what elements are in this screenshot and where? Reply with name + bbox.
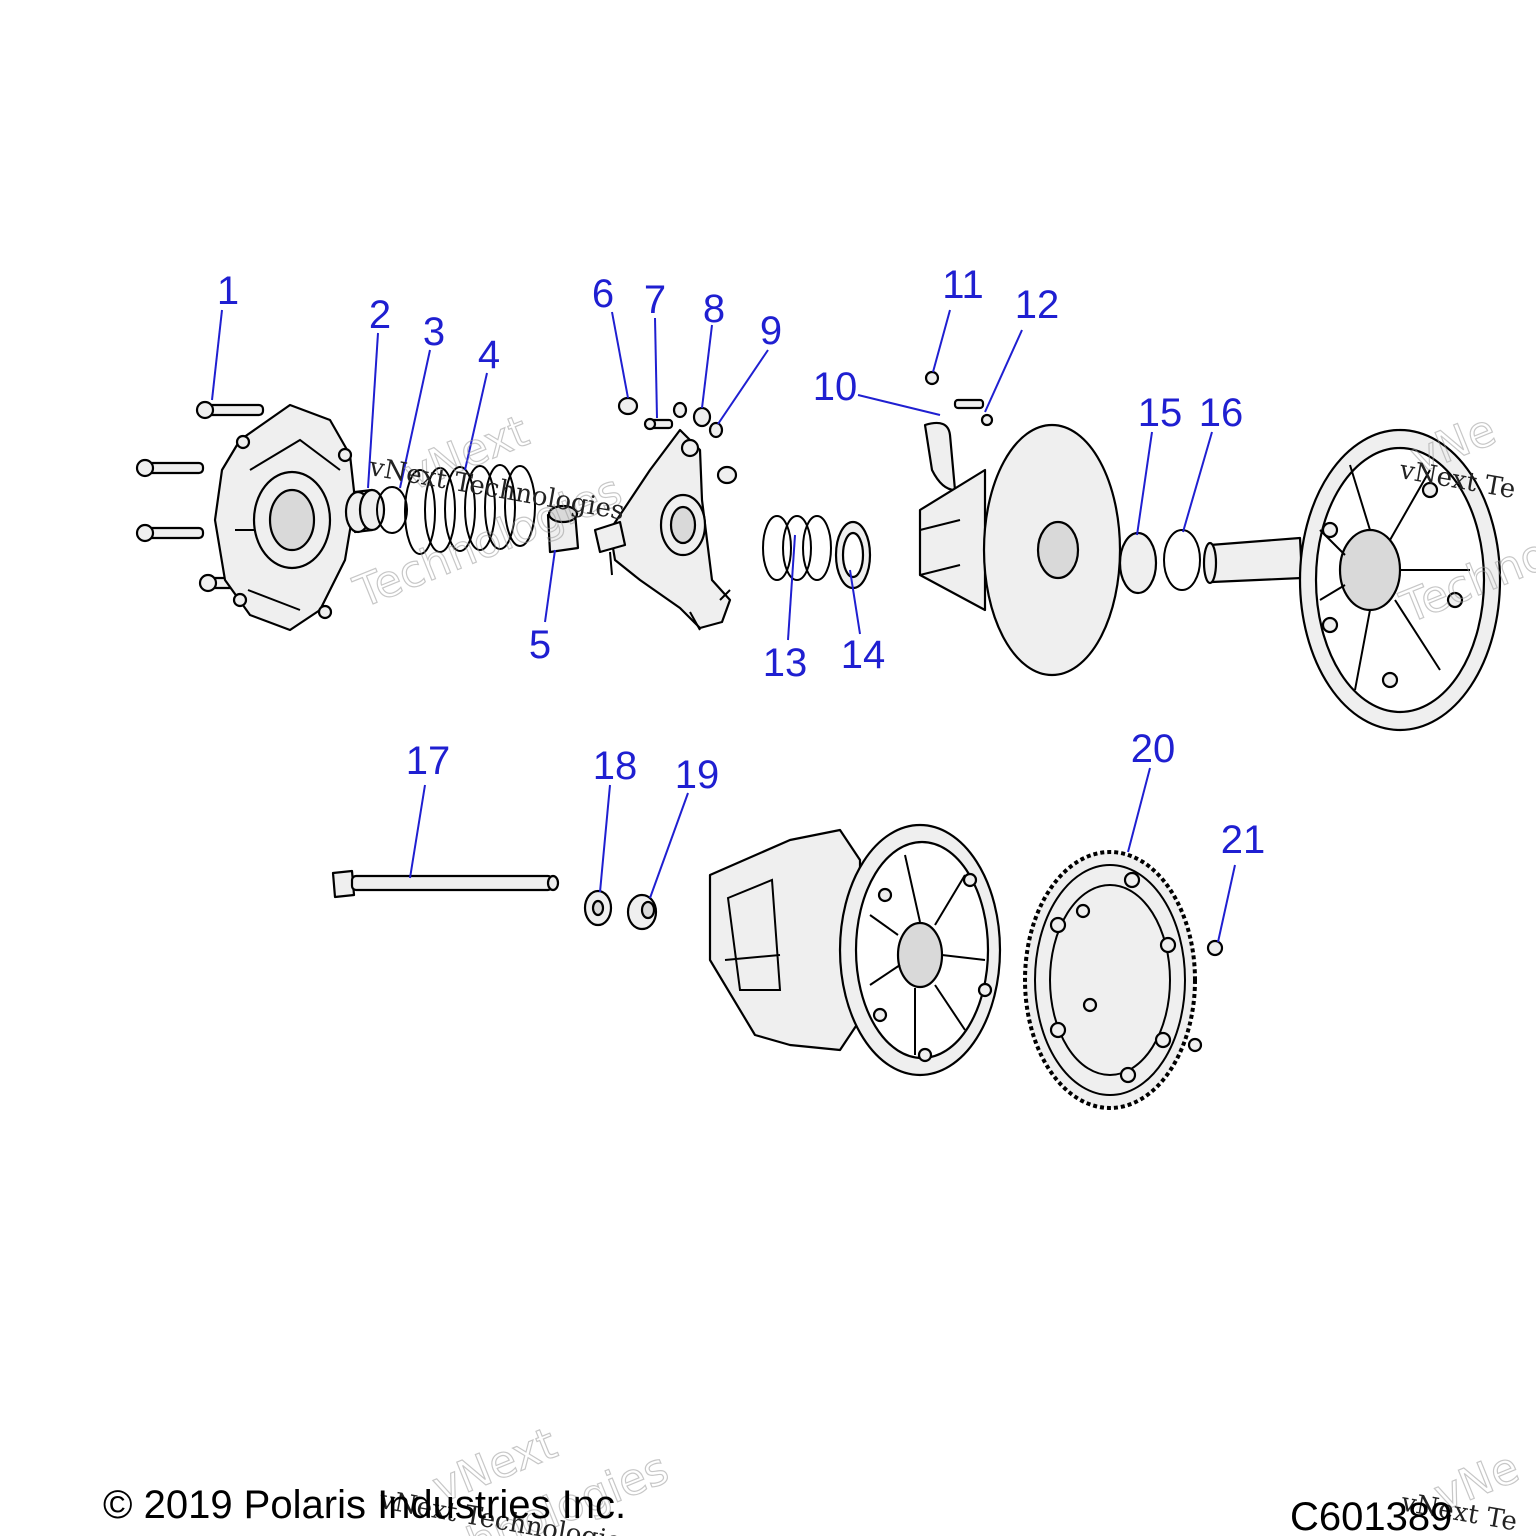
callout-17: 17 bbox=[406, 739, 451, 783]
part-17-bolt bbox=[331, 869, 560, 899]
part-4-spring bbox=[404, 464, 536, 555]
footer: © 2019 Polaris Industries Inc. C601389 bbox=[103, 1483, 1452, 1536]
part-10-flyweight bbox=[923, 421, 957, 492]
copyright-text: © 2019 Polaris Industries Inc. bbox=[103, 1483, 626, 1527]
callout-6: 6 bbox=[592, 272, 614, 316]
part-14-shim-inner bbox=[841, 531, 865, 579]
part-20-ring-gear bbox=[1023, 850, 1197, 1110]
part-8-bushing-a bbox=[672, 401, 688, 419]
part-12-weight-pin bbox=[953, 398, 994, 427]
part-2-bushing bbox=[344, 488, 386, 534]
callout-7: 7 bbox=[644, 278, 666, 322]
part-21-screws bbox=[1075, 903, 1224, 1053]
leader-lines bbox=[211, 309, 1236, 943]
callout-5: 5 bbox=[529, 623, 551, 667]
callout-20: 20 bbox=[1131, 727, 1176, 771]
callout-21: 21 bbox=[1221, 818, 1266, 862]
spider-bracket bbox=[593, 428, 732, 631]
part-9-washer bbox=[708, 421, 724, 439]
part-13-shims bbox=[762, 515, 832, 581]
clutch-cover bbox=[213, 403, 357, 632]
callout-13: 13 bbox=[763, 641, 808, 685]
callout-3: 3 bbox=[423, 310, 445, 354]
callout-16: 16 bbox=[1199, 391, 1244, 435]
callout-9: 9 bbox=[760, 309, 782, 353]
part-18-washer bbox=[583, 889, 613, 927]
callout-2: 2 bbox=[369, 293, 391, 337]
part-8-bushing-b bbox=[692, 406, 712, 428]
part-1-cover-bolts bbox=[135, 400, 268, 593]
assembled-clutch bbox=[708, 823, 1002, 1077]
part-3-o-ring bbox=[376, 486, 408, 534]
part-5-sleeve bbox=[546, 504, 580, 554]
callout-numbers: 1 2 3 4 5 6 7 8 9 10 11 12 13 14 15 16 1… bbox=[217, 263, 1265, 862]
callout-4: 4 bbox=[478, 333, 500, 377]
part-16-o-ring bbox=[1163, 529, 1201, 591]
callout-10: 10 bbox=[813, 365, 858, 409]
callout-11: 11 bbox=[942, 263, 984, 307]
callout-19: 19 bbox=[675, 753, 720, 797]
part-6-roller-b bbox=[716, 465, 738, 485]
callout-8: 8 bbox=[703, 287, 725, 331]
part-11-set-screw bbox=[924, 370, 940, 386]
callout-18: 18 bbox=[593, 744, 638, 788]
parts-drawing bbox=[135, 370, 1502, 1110]
callout-14: 14 bbox=[841, 633, 886, 677]
callout-1: 1 bbox=[217, 269, 239, 313]
part-19-spacer bbox=[626, 893, 658, 931]
callout-12: 12 bbox=[1015, 283, 1060, 327]
moveable-sheave bbox=[918, 423, 1122, 677]
callout-15: 15 bbox=[1138, 391, 1183, 435]
fixed-sheave-assembly bbox=[1202, 428, 1502, 732]
diagram-code: C601389 bbox=[1290, 1495, 1452, 1536]
part-15-bushing bbox=[1118, 531, 1158, 595]
part-6-roller bbox=[617, 396, 639, 416]
part-7-pin bbox=[643, 417, 674, 431]
